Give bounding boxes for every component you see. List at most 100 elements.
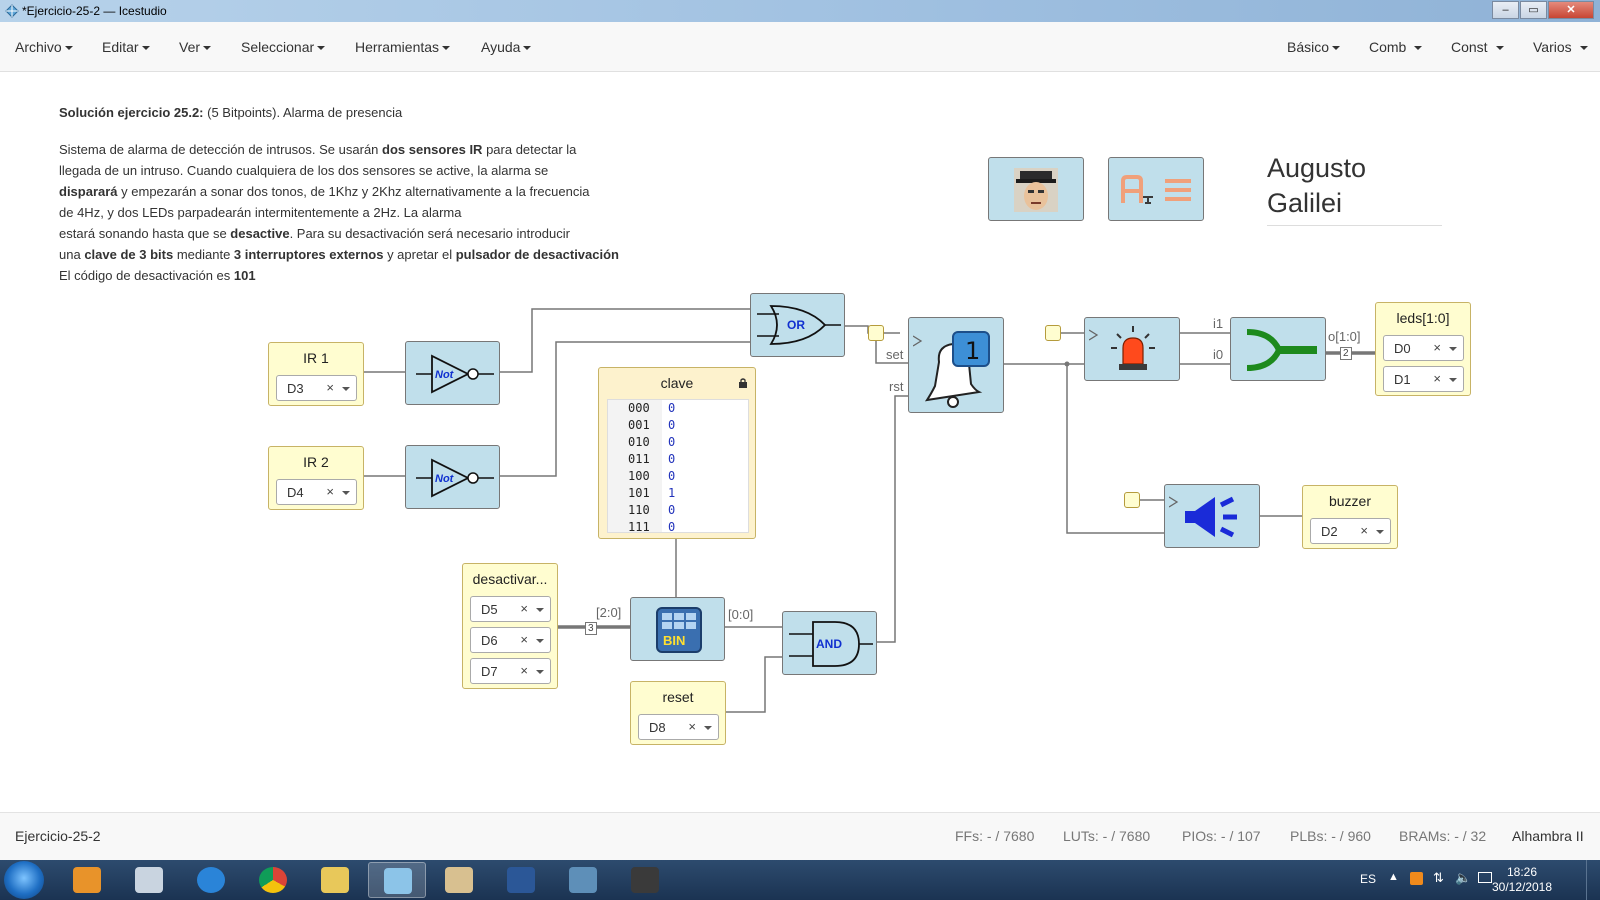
wire-label-bus-in: [2:0] — [596, 605, 622, 620]
alarm-trigger-block[interactable]: 1 — [908, 317, 1004, 413]
taskbar-chrome[interactable] — [244, 862, 302, 898]
taskbar-inkscape[interactable] — [616, 862, 674, 898]
taskbar-calculator[interactable] — [120, 862, 178, 898]
output-leds[interactable]: leds[1:0] D0× D1× — [1375, 302, 1471, 396]
pin-select-ir1[interactable]: D3× — [276, 375, 357, 401]
not-gate-1[interactable]: Not — [405, 341, 500, 405]
start-button[interactable] — [4, 861, 44, 899]
clear-icon[interactable]: × — [1433, 371, 1441, 386]
bus-width-3: 3 — [585, 622, 597, 635]
action-center-icon[interactable] — [1478, 872, 1492, 883]
memory-value[interactable]: 0 — [668, 520, 676, 534]
pin-select-desactivar-1[interactable]: D6× — [470, 627, 551, 653]
chevron-down-icon[interactable] — [1449, 347, 1457, 351]
constant-input-square[interactable] — [1124, 492, 1140, 508]
memory-value[interactable]: 0 — [668, 452, 676, 466]
pin-select-leds-1[interactable]: D1× — [1383, 366, 1464, 392]
minimize-button[interactable]: – — [1492, 1, 1519, 19]
taskbar-word[interactable] — [492, 862, 550, 898]
show-desktop-button[interactable] — [1586, 860, 1600, 900]
pin-select-desactivar-0[interactable]: D5× — [470, 596, 551, 622]
clear-icon[interactable]: × — [326, 380, 334, 395]
and-gate[interactable]: AND — [782, 611, 877, 675]
clear-icon[interactable]: × — [520, 663, 528, 678]
board-name[interactable]: Alhambra II — [1512, 828, 1584, 844]
pin-select-leds-0[interactable]: D0× — [1383, 335, 1464, 361]
input-reset-label: reset — [662, 689, 694, 705]
output-buzzer[interactable]: buzzer D2× — [1302, 485, 1398, 549]
input-ir2[interactable]: IR 2 D4× — [268, 446, 364, 510]
tray-app-icon[interactable] — [1410, 872, 1423, 885]
clear-icon[interactable]: × — [520, 632, 528, 647]
chevron-down-icon[interactable] — [342, 491, 350, 495]
pin-select-buzzer[interactable]: D2× — [1310, 518, 1391, 544]
show-hidden-icons-icon[interactable]: ▲ — [1388, 871, 1399, 883]
chevron-down-icon[interactable] — [1376, 530, 1384, 534]
chevron-down-icon[interactable] — [342, 387, 350, 391]
input-ir1[interactable]: IR 1 D3× — [268, 342, 364, 406]
chevron-down-icon[interactable] — [704, 726, 712, 730]
memory-address: 010 — [628, 435, 650, 449]
tone-generator-block[interactable] — [1164, 484, 1260, 548]
memory-value[interactable]: 0 — [668, 401, 676, 415]
chevron-down-icon[interactable] — [536, 639, 544, 643]
logo-block[interactable] — [1108, 157, 1204, 221]
memory-address: 111 — [628, 520, 650, 534]
memory-value[interactable]: 0 — [668, 503, 676, 517]
menu-varios[interactable]: Varios — [1533, 39, 1588, 55]
clock[interactable]: 18:26 30/12/2018 — [1491, 865, 1553, 894]
taskbar-media-player[interactable] — [58, 862, 116, 898]
pin-select-ir2[interactable]: D4× — [276, 479, 357, 505]
maximize-button[interactable]: ▭ — [1520, 1, 1547, 19]
join-block[interactable] — [1230, 317, 1326, 381]
menu-ayuda[interactable]: Ayuda — [481, 39, 532, 55]
menu-comb[interactable]: Comb — [1369, 39, 1423, 55]
menu-basico[interactable]: Básico — [1287, 39, 1341, 55]
chevron-down-icon[interactable] — [536, 608, 544, 612]
memory-value[interactable]: 0 — [668, 435, 676, 449]
design-canvas[interactable]: Solución ejercicio 25.2: (5 Bitpoints). … — [0, 72, 1600, 812]
input-reset[interactable]: reset D8× — [630, 681, 726, 745]
clear-icon[interactable]: × — [1433, 340, 1441, 355]
clear-icon[interactable]: × — [520, 601, 528, 616]
taskbar-icestudio[interactable] — [368, 862, 426, 898]
language-indicator[interactable]: ES — [1360, 872, 1377, 886]
clear-icon[interactable]: × — [1360, 523, 1368, 538]
author-photo-block[interactable] — [988, 157, 1084, 221]
clear-icon[interactable]: × — [688, 719, 696, 734]
memory-bin-block[interactable]: BIN — [630, 597, 725, 661]
pin-select-reset[interactable]: D8× — [638, 714, 719, 740]
taskbar-ie[interactable] — [182, 862, 240, 898]
chevron-down-icon[interactable] — [1449, 378, 1457, 382]
memory-value[interactable]: 0 — [668, 418, 676, 432]
network-icon[interactable]: ⇅ — [1433, 870, 1444, 885]
taskbar-explorer[interactable] — [306, 862, 364, 898]
constant-input-square[interactable] — [1045, 325, 1061, 341]
input-desactivar[interactable]: desactivar... D5× D6× D7× — [462, 563, 558, 689]
photos-icon — [569, 867, 597, 893]
memory-value[interactable]: 0 — [668, 469, 676, 483]
memory-value[interactable]: 1 — [668, 486, 676, 500]
taskbar-paint[interactable] — [430, 862, 488, 898]
not-gate-2[interactable]: Not — [405, 445, 500, 509]
taskbar-photos[interactable] — [554, 862, 612, 898]
menu-const[interactable]: Const — [1451, 39, 1504, 55]
menu-seleccionar[interactable]: Seleccionar — [241, 39, 326, 55]
menu-herramientas[interactable]: Herramientas — [355, 39, 451, 55]
speaker-icon — [1169, 496, 1237, 538]
stat-luts: LUTs: - / 7680 — [1063, 828, 1151, 844]
constant-input-square[interactable] — [868, 325, 884, 341]
volume-icon[interactable]: 🔈 — [1455, 870, 1472, 885]
menu-editar[interactable]: Editar — [102, 39, 150, 55]
clear-icon[interactable]: × — [326, 484, 334, 499]
pin-select-desactivar-2[interactable]: D7× — [470, 658, 551, 684]
or-gate[interactable]: OR — [750, 293, 845, 357]
close-button[interactable]: ✕ — [1548, 1, 1594, 19]
chevron-down-icon[interactable] — [536, 670, 544, 674]
menu-ver[interactable]: Ver — [179, 39, 212, 55]
siren-block[interactable] — [1084, 317, 1180, 381]
menu-archivo[interactable]: Archivo — [15, 39, 73, 55]
